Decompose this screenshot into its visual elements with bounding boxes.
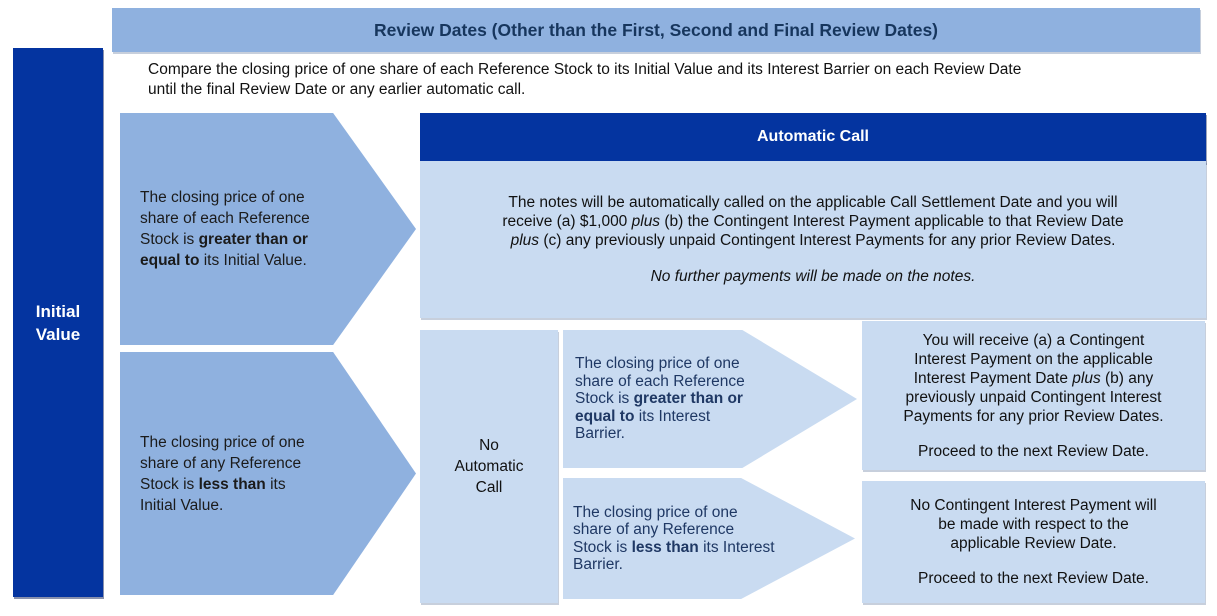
automatic-call-title: Automatic Call: [756, 128, 869, 145]
page-title: Review Dates (Other than the First, Seco…: [373, 19, 939, 40]
outcome-no-contingent-interest: No Contingent Interest Payment will be m…: [862, 481, 1205, 603]
arrow-below-interest-barrier: The closing price of one share of any Re…: [563, 478, 855, 599]
arrow-below-initial-value: The closing price of one share of any Re…: [120, 352, 416, 595]
no-automatic-call-label: No Automatic Call: [454, 437, 524, 496]
arrow-above-initial-value: The closing price of one share of each R…: [120, 113, 416, 345]
outcome-contingent-interest-proceed: Proceed to the next Review Date.: [918, 442, 1149, 460]
arrow-above-interest-barrier-text: The closing price of one share of each R…: [575, 355, 745, 443]
title-banner: Review Dates (Other than the First, Seco…: [112, 8, 1200, 52]
arrow-below-initial-value-text: The closing price of one share of any Re…: [140, 433, 305, 514]
intro-text: Compare the closing price of one share o…: [148, 61, 1022, 98]
outcome-no-contingent-interest-proceed: Proceed to the next Review Date.: [918, 570, 1149, 587]
arrow-below-interest-barrier-text: The closing price of one share of any Re…: [573, 503, 775, 574]
automatic-call-description: The notes will be automatically called o…: [502, 194, 1124, 249]
automatic-call-note: No further payments will be made on the …: [650, 268, 976, 285]
outcome-no-contingent-interest-text: No Contingent Interest Payment will be m…: [910, 497, 1157, 552]
outcome-contingent-interest: You will receive (a) a Contingent Intere…: [862, 321, 1205, 470]
arrow-above-initial-value-text: The closing price of one share of each R…: [140, 189, 310, 269]
automatic-call-header: Automatic Call: [420, 113, 1206, 163]
initial-value-bar: Initial Value: [13, 48, 103, 597]
outcome-contingent-interest-text: You will receive (a) a Contingent Intere…: [903, 331, 1164, 425]
no-automatic-call-box: No Automatic Call: [420, 330, 558, 603]
arrow-above-interest-barrier: The closing price of one share of each R…: [563, 330, 857, 468]
initial-value-label: Initial Value: [35, 301, 81, 344]
automatic-call-body: The notes will be automatically called o…: [420, 161, 1206, 318]
